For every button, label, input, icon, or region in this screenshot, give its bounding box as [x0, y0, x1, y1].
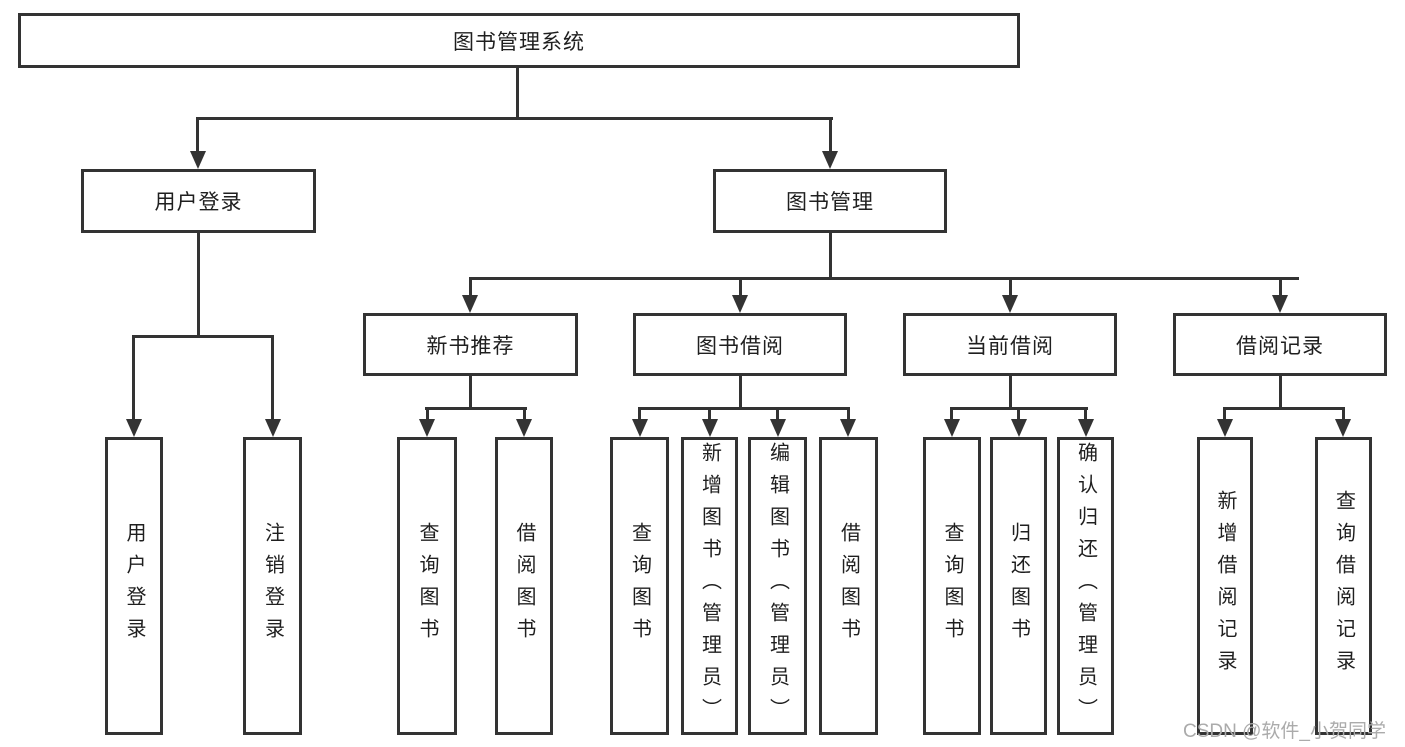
connector	[829, 233, 832, 277]
connector	[516, 68, 519, 117]
arrowhead-icon	[1217, 419, 1233, 437]
connector	[469, 277, 472, 295]
arrowhead-icon	[126, 419, 142, 437]
arrowhead-icon	[190, 151, 206, 169]
node-borrow-records: 借阅记录	[1173, 313, 1387, 376]
connector	[708, 407, 711, 419]
connector	[132, 335, 135, 419]
node-current-borrow: 当前借阅	[903, 313, 1117, 376]
connector	[1342, 407, 1345, 419]
connector	[133, 335, 274, 338]
arrowhead-icon	[770, 419, 786, 437]
connector	[1223, 407, 1345, 410]
node-borrow-books-recommend: 借阅图书	[495, 437, 553, 735]
connector	[1279, 277, 1282, 295]
node-user-login-leaf: 用户登录	[105, 437, 163, 735]
node-confirm-return-admin: 确认归还（管理员）	[1057, 437, 1114, 735]
node-book-management: 图书管理	[713, 169, 947, 233]
node-new-book-recommend: 新书推荐	[363, 313, 578, 376]
watermark-text: CSDN @软件_小贺同学	[1183, 721, 1386, 742]
arrowhead-icon	[1002, 295, 1018, 313]
node-library-system: 图书管理系统	[18, 13, 1020, 68]
arrowhead-icon	[840, 419, 856, 437]
node-query-borrow-record: 查询借阅记录	[1315, 437, 1372, 735]
connector	[469, 277, 1299, 280]
node-query-books-current: 查询图书	[923, 437, 981, 735]
arrowhead-icon	[702, 419, 718, 437]
connector	[1279, 376, 1282, 407]
arrowhead-icon	[822, 151, 838, 169]
connector	[739, 376, 742, 407]
connector	[776, 407, 779, 419]
connector	[197, 233, 200, 335]
connector	[271, 335, 274, 419]
node-logout: 注销登录	[243, 437, 302, 735]
node-add-book-admin: 新增图书（管理员）	[681, 437, 738, 735]
node-query-books-borrow: 查询图书	[610, 437, 669, 735]
connector	[197, 117, 833, 120]
arrowhead-icon	[1272, 295, 1288, 313]
connector	[1009, 277, 1012, 295]
node-query-books-recommend: 查询图书	[397, 437, 457, 735]
arrowhead-icon	[1011, 419, 1027, 437]
node-add-borrow-record: 新增借阅记录	[1197, 437, 1253, 735]
node-return-books: 归还图书	[990, 437, 1047, 735]
connector	[425, 407, 527, 410]
connector	[1009, 376, 1012, 407]
connector	[523, 407, 526, 419]
node-edit-book-admin: 编辑图书（管理员）	[748, 437, 807, 735]
arrowhead-icon	[944, 419, 960, 437]
connector	[426, 407, 429, 419]
arrowhead-icon	[1078, 419, 1094, 437]
connector	[829, 117, 832, 151]
connector	[950, 407, 953, 419]
connector	[1084, 407, 1087, 419]
arrowhead-icon	[632, 419, 648, 437]
connector	[469, 376, 472, 407]
node-user-login: 用户登录	[81, 169, 316, 233]
connector	[638, 407, 850, 410]
connector	[739, 277, 742, 295]
arrowhead-icon	[516, 419, 532, 437]
connector	[1223, 407, 1226, 419]
node-borrow-books: 借阅图书	[819, 437, 878, 735]
connector	[847, 407, 850, 419]
connector	[1017, 407, 1020, 419]
arrowhead-icon	[732, 295, 748, 313]
arrowhead-icon	[265, 419, 281, 437]
arrowhead-icon	[462, 295, 478, 313]
connector	[638, 407, 641, 419]
node-book-borrow: 图书借阅	[633, 313, 847, 376]
arrowhead-icon	[1335, 419, 1351, 437]
arrowhead-icon	[419, 419, 435, 437]
connector	[196, 117, 199, 151]
